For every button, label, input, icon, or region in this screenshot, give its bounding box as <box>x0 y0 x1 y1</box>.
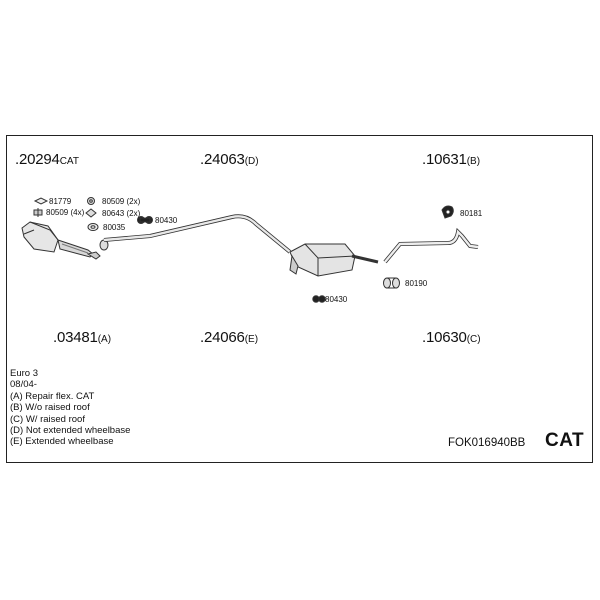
part-label: 80181 <box>460 209 483 218</box>
part-suffix: (A) <box>97 334 112 345</box>
part-number-middle-pipe-extended: .24066(E) <box>200 329 258 347</box>
note-line: (D) Not extended wheelbase <box>10 425 131 437</box>
bolt-icon <box>33 208 43 217</box>
note-line: 08/04- <box>10 379 37 391</box>
note-line: (C) W/ raised roof <box>10 413 85 425</box>
part-label: 80430 <box>155 216 178 225</box>
gasket-ring-icon <box>87 223 99 231</box>
note-line: (E) Extended wheelbase <box>10 436 114 448</box>
part-number: .20294 <box>15 151 60 168</box>
part-number-catalytic-converter: .20294CAT <box>15 151 79 169</box>
part-number-middle-pipe: .24063(D) <box>200 151 259 169</box>
part-number-tail-pipe: .10631(B) <box>422 151 480 169</box>
part-suffix: (B) <box>466 156 481 167</box>
cat-badge: CAT <box>545 430 585 451</box>
part-label: 80035 <box>103 223 126 232</box>
part-label: 80509 (4x) <box>46 208 85 217</box>
rear-silencer-icon <box>289 243 379 277</box>
tail-pipe-icon <box>383 227 479 264</box>
note-line: (B) W/o raised roof <box>10 402 90 414</box>
notes: Euro 3 08/04- (A) Repair flex. CAT (B) W… <box>10 368 130 448</box>
part-label: 80190 <box>405 279 428 288</box>
part-suffix: CAT <box>59 156 79 167</box>
part-number: .24063 <box>200 151 245 168</box>
part-number: .24066 <box>200 329 245 346</box>
part-label: 80430 <box>325 295 348 304</box>
part-suffix: (C) <box>466 334 481 345</box>
part-number-repair-cat: .03481(A) <box>53 329 111 347</box>
catalytic-converter-icon <box>21 221 101 260</box>
nut-icon <box>87 197 95 205</box>
note-line: (A) Repair flex. CAT <box>10 390 95 402</box>
rubber-mount-icon <box>137 216 153 224</box>
part-label: 80643 (2x) <box>102 209 141 218</box>
part-number: .03481 <box>53 329 98 346</box>
rubber-mount-icon <box>312 295 326 303</box>
part-label: 80509 (2x) <box>102 197 141 206</box>
gasket-icon <box>33 197 49 205</box>
middle-pipe-icon <box>99 214 292 254</box>
clamp-icon <box>85 208 97 218</box>
part-number: .10631 <box>422 151 467 168</box>
part-number: .10630 <box>422 329 467 346</box>
part-number-tail-pipe-raised-roof: .10630(C) <box>422 329 481 347</box>
clamp-ring-icon <box>383 277 400 289</box>
kit-code: FOK016940BB <box>448 437 526 449</box>
part-suffix: (D) <box>244 156 259 167</box>
part-suffix: (E) <box>244 334 259 345</box>
part-label: 81779 <box>49 197 72 206</box>
note-line: Euro 3 <box>10 368 38 379</box>
hanger-icon <box>441 205 454 219</box>
diagram-frame <box>6 135 593 463</box>
